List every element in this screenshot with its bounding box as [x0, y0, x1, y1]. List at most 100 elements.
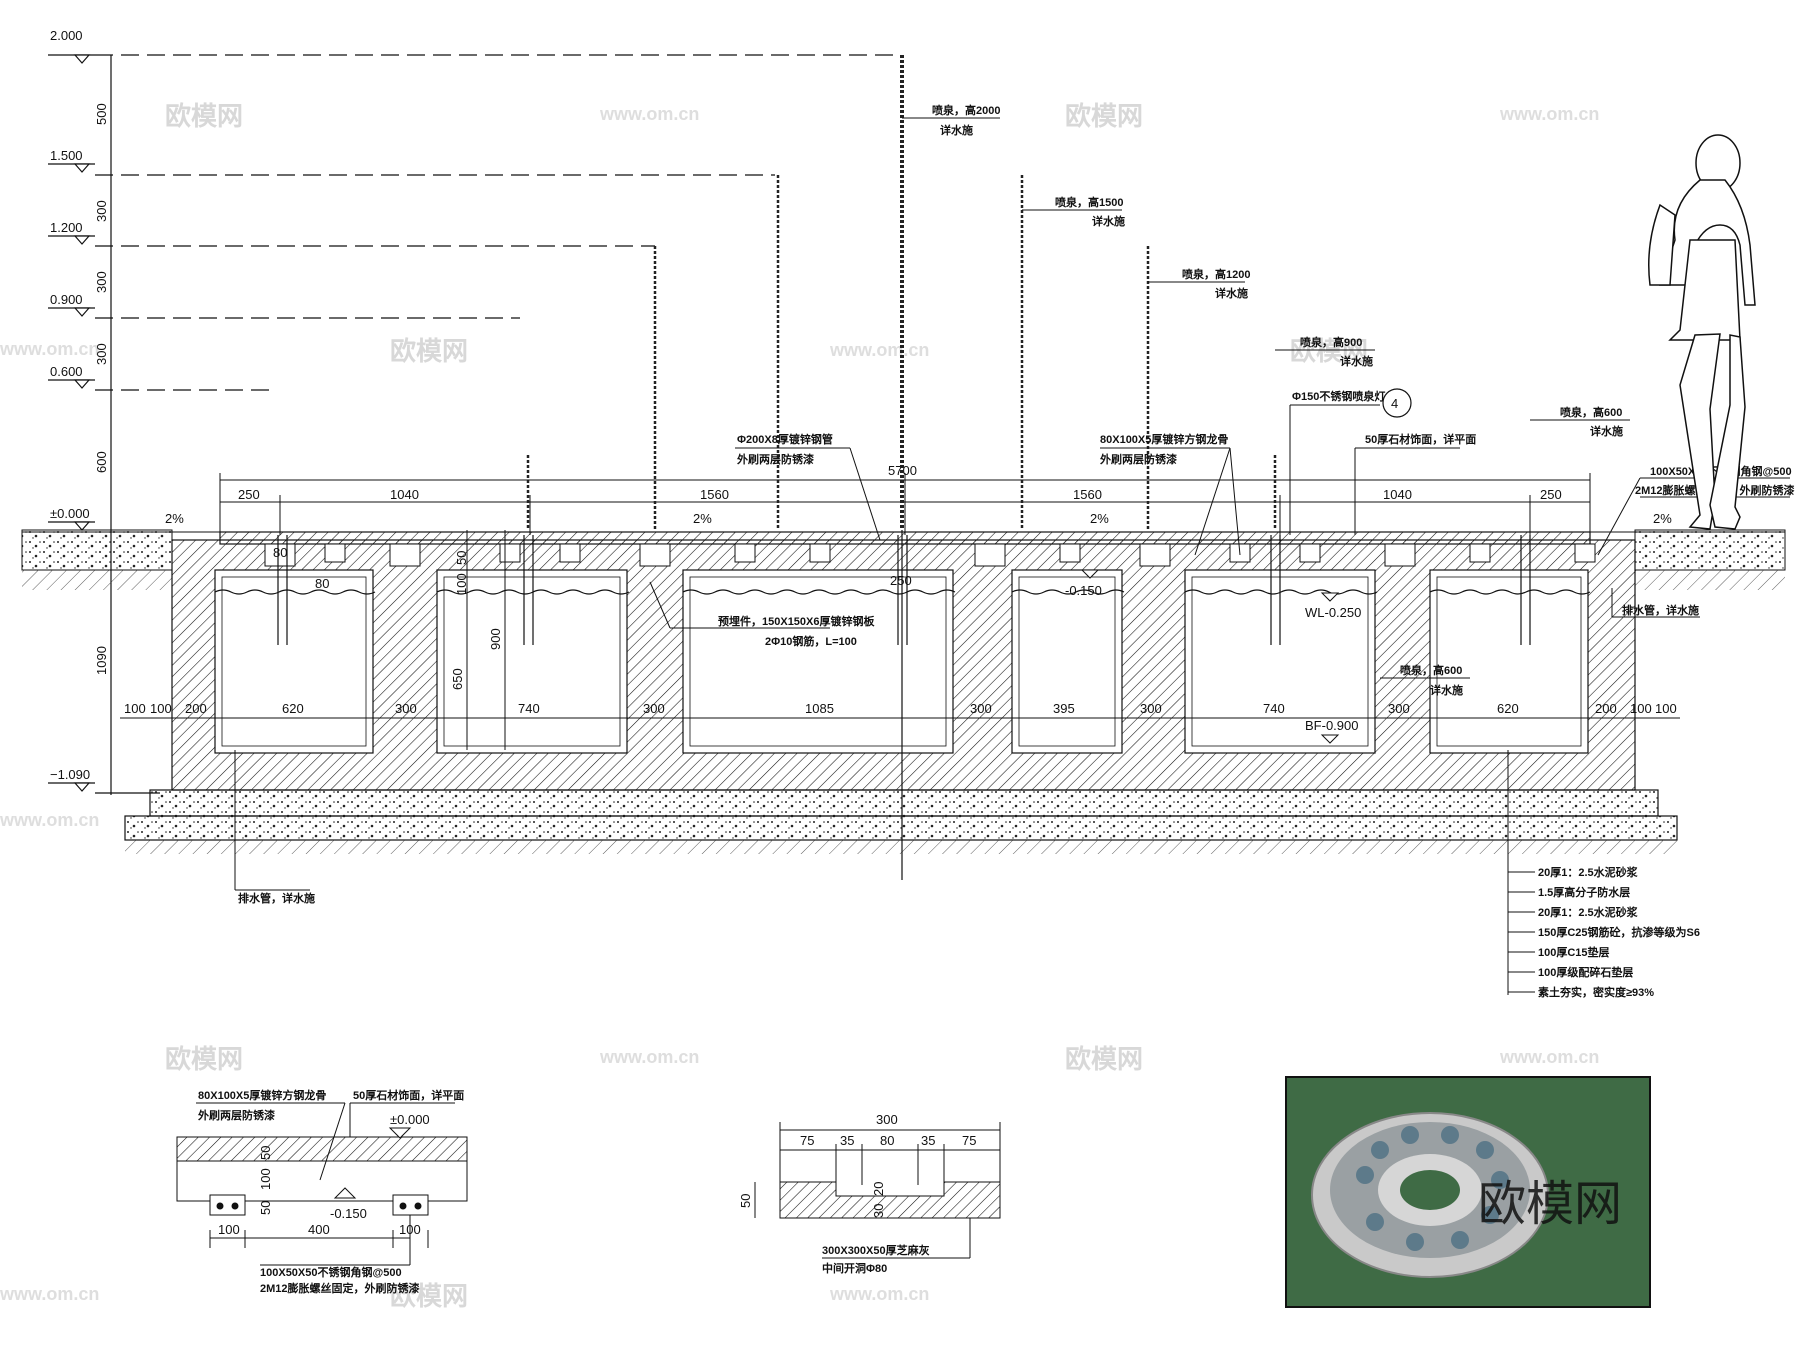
dim-label: 1085 [805, 701, 834, 716]
watermark-brand: 欧模网 [1065, 101, 1143, 131]
callout-drain: 排水管，详水施 [238, 891, 315, 905]
dim-label: 100 [1630, 701, 1652, 716]
callout-light: Φ150不锈钢喷泉灯 [1292, 389, 1385, 403]
jet-label: 喷泉，高2000 [932, 103, 1000, 117]
detail1-stone: 50厚石材饰面，详平面 [353, 1088, 464, 1102]
slope-label: 2% [1653, 511, 1672, 526]
dim-label: 100 [258, 1168, 273, 1190]
photo-watermark: 欧模网 [1478, 1178, 1622, 1231]
jet-sub: 详水施 [1092, 214, 1125, 228]
jet-sub: 详水施 [1430, 683, 1463, 697]
elevation-scale [48, 54, 900, 795]
dim-label: 200 [185, 701, 207, 716]
jet-sub: 详水施 [1590, 424, 1623, 438]
callout-tube: 80X100X5厚镀锌方钢龙骨 [1100, 432, 1228, 446]
dim-label: 250 [890, 573, 912, 588]
elevation-label: 2.000 [50, 28, 83, 43]
dim-label: 35 [921, 1133, 935, 1148]
dim-label: 80 [880, 1133, 894, 1148]
callout-drain: 排水管，详水施 [1622, 603, 1699, 617]
dim-label: 75 [962, 1133, 976, 1148]
detail2-label: 300X300X50厚芝麻灰 [822, 1243, 930, 1257]
dim-label: 500 [94, 103, 109, 125]
dim-label: 20 [871, 1182, 886, 1196]
top-dimension [219, 473, 1591, 535]
dim-label: 300 [643, 701, 665, 716]
dim-label: 50 [258, 1146, 273, 1160]
dim-label: 250 [238, 487, 260, 502]
dim-label: 35 [840, 1133, 854, 1148]
dim-label: 100 [150, 701, 172, 716]
jet-label: 喷泉，高900 [1300, 335, 1362, 349]
layer-item: 100厚级配碎石垫层 [1538, 965, 1633, 979]
detail2-total: 300 [876, 1112, 898, 1127]
callout-tube-sub: 外刷两层防锈漆 [1099, 452, 1177, 466]
dim-label: 620 [1497, 701, 1519, 716]
layer-item: 20厚1：2.5水泥砂浆 [1538, 905, 1639, 919]
detail2-label-sub: 中间开洞Φ80 [822, 1261, 887, 1275]
level-label: BF-0.900 [1305, 718, 1358, 733]
jet-sub: 详水施 [940, 123, 973, 137]
level-marker [1320, 734, 1340, 744]
dim-label: 300 [395, 701, 417, 716]
callout-embed: 预埋件，150X150X6厚镀锌钢板 [718, 614, 875, 628]
detail1-bolt: 2M12膨胀螺丝固定，外刷防锈漆 [260, 1281, 420, 1295]
watermark-brand: 欧模网 [390, 1281, 468, 1311]
elevation-label: −1.090 [50, 767, 90, 782]
detail1-angle: 100X50X50不锈钢角钢@500 [260, 1265, 402, 1279]
elevation-label: 0.900 [50, 292, 83, 307]
detail1-zero: ±0.000 [390, 1112, 430, 1127]
dim-label: 100 [124, 701, 146, 716]
elevation-label: 1.500 [50, 148, 83, 163]
detail1-tube-sub: 外刷两层防锈漆 [197, 1108, 275, 1122]
jet-label: 喷泉，高1500 [1055, 195, 1123, 209]
dim-label: 600 [94, 451, 109, 473]
jet-sub: 详水施 [1215, 286, 1248, 300]
detail-deck-connection [176, 1102, 468, 1266]
slope-label: 2% [693, 511, 712, 526]
dim-label: 300 [94, 271, 109, 293]
dim-label: 1090 [94, 646, 109, 675]
fountain-light-photo: 欧模网 [1285, 1076, 1651, 1308]
level-label: -0.150 [1065, 583, 1102, 598]
dim-label: 80 [273, 545, 287, 560]
level-marker [1080, 569, 1100, 579]
layer-list [1507, 750, 1535, 995]
dim-label: 1560 [1073, 487, 1102, 502]
jet-sub: 详水施 [1340, 354, 1373, 368]
callout-pipe: Φ200X8厚镀锌钢管 [737, 432, 833, 446]
jet-label: 喷泉，高1200 [1182, 267, 1250, 281]
detail1-minus: -0.150 [330, 1206, 367, 1221]
detail1-tube: 80X100X5厚镀锌方钢龙骨 [198, 1088, 326, 1102]
dim-label: 300 [970, 701, 992, 716]
detail-tag [1382, 388, 1412, 418]
dim-label: 100 [454, 573, 469, 595]
dim-label: 300 [1140, 701, 1162, 716]
person-scale-figure [1648, 134, 1756, 530]
dim-label: 650 [450, 668, 465, 690]
slope-label: 2% [1090, 511, 1109, 526]
elevation-label: ±0.000 [50, 506, 90, 521]
level-label: WL-0.250 [1305, 605, 1361, 620]
dim-label: 395 [1053, 701, 1075, 716]
watermark-brand: 欧模网 [390, 336, 468, 366]
jet-leaders [902, 117, 1630, 679]
dim-label: 300 [1388, 701, 1410, 716]
slope-label: 2% [165, 511, 184, 526]
layer-item: 150厚C25钢筋砼，抗渗等级为S6 [1538, 925, 1700, 939]
layer-item: 1.5厚高分子防水层 [1538, 885, 1630, 899]
jet-label: 喷泉，高600 [1400, 663, 1462, 677]
watermark-url: www.om.cn [599, 1047, 699, 1067]
inner-dim-lines [466, 530, 506, 750]
ground [21, 529, 1786, 590]
watermark-brand: 欧模网 [1065, 1044, 1143, 1074]
dim-label: 300 [94, 343, 109, 365]
dim-label: 900 [488, 628, 503, 650]
layer-item: 100厚C15垫层 [1538, 945, 1610, 959]
watermark-brand: 欧模网 [165, 101, 243, 131]
dim-label: 75 [800, 1133, 814, 1148]
dim-label: 250 [1540, 487, 1562, 502]
dim-label: 300 [94, 200, 109, 222]
layer-item: 素土夯实，密实度≥93% [1538, 985, 1654, 999]
detail-tag-number: 4 [1391, 396, 1398, 411]
